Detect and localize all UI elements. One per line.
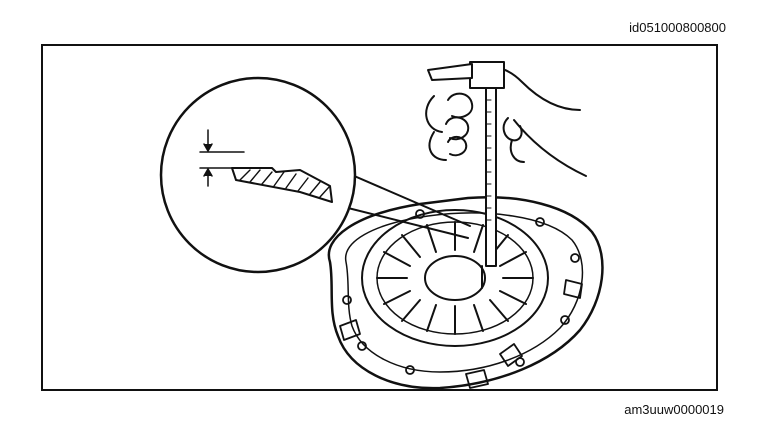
clutch-cover-illustration [327, 196, 604, 390]
depth-dimension-arrows [199, 129, 245, 187]
figure-id-bottom: am3uuw0000019 [624, 402, 724, 417]
figure-id-top: id051000800800 [629, 20, 726, 35]
hand-illustration [425, 66, 587, 177]
caliper-main-beam [485, 81, 497, 267]
diaphragm-center-opening [424, 255, 486, 301]
caliper-scale-ticks [485, 99, 492, 221]
vernier-caliper-icon [427, 61, 505, 289]
callout-connector [339, 171, 471, 239]
cover-tabs [339, 279, 583, 389]
caliper-slider [469, 61, 505, 89]
finger-cross-section [231, 167, 333, 203]
cover-bolt-holes [342, 209, 580, 375]
caliper-jaw [427, 63, 473, 81]
detail-callout [159, 76, 471, 274]
diaphragm-spring-outer [361, 209, 549, 347]
illustration-frame [41, 44, 718, 391]
